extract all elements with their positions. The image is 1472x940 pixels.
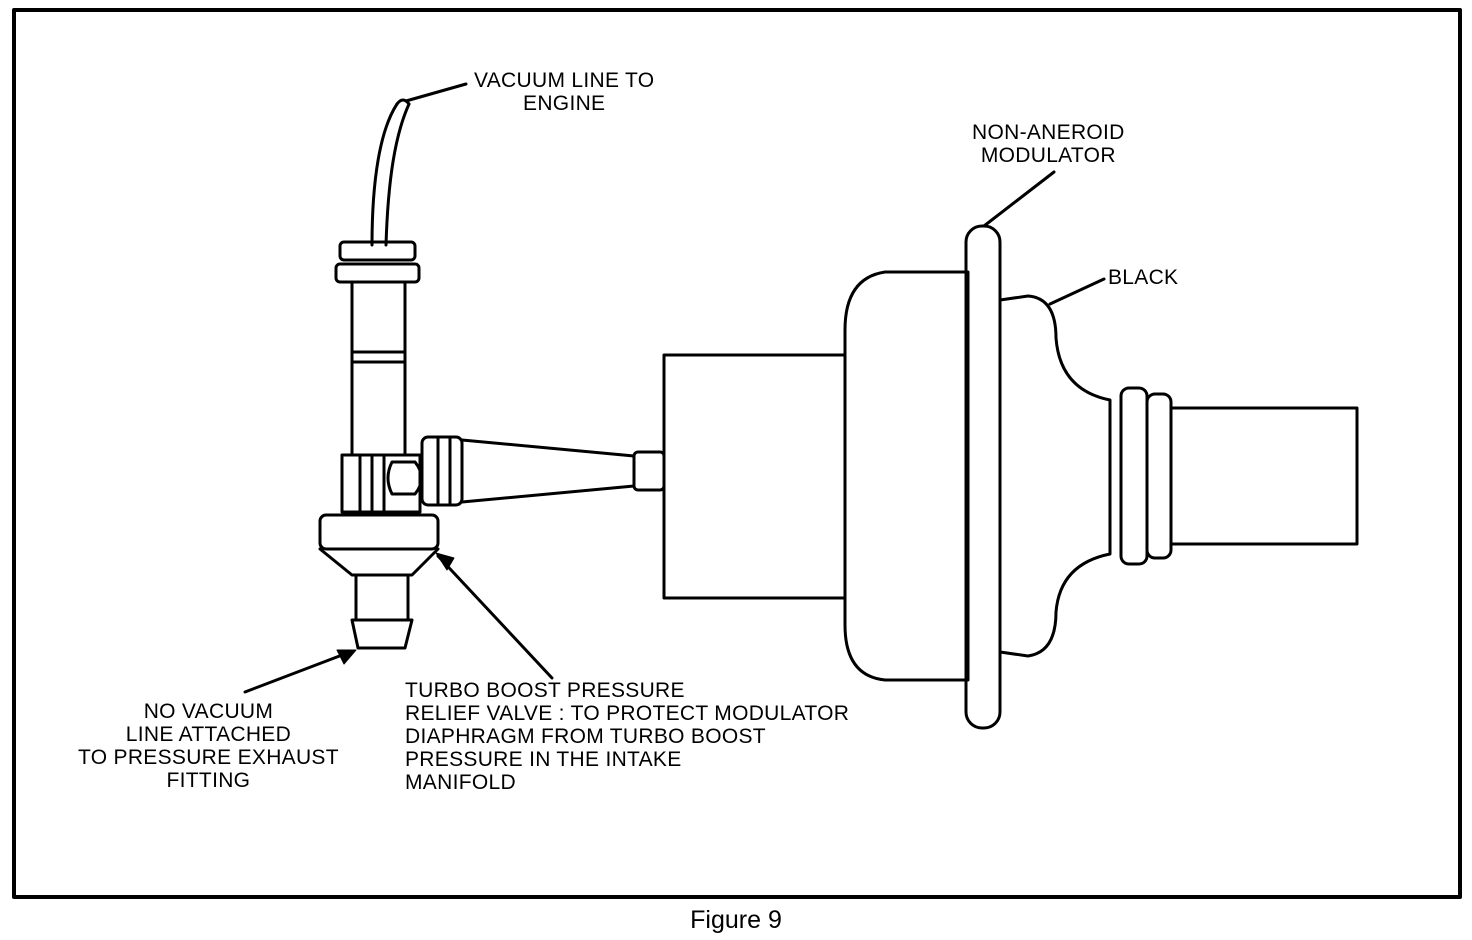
arrowhead-no-vacuum: [336, 649, 357, 665]
connector-tube: [420, 435, 666, 507]
leader-lines: [243, 82, 1106, 694]
relief-valve: [318, 240, 440, 650]
label-line: FITTING: [166, 769, 251, 792]
vacuum-hose: [370, 98, 411, 247]
figure-caption: Figure 9: [690, 906, 782, 934]
label-line: PRESSURE IN THE INTAKE: [405, 748, 682, 771]
label-vacuum-line: VACUUM LINE TO ENGINE: [474, 69, 654, 115]
label-no-vacuum: NO VACUUM LINE ATTACHED TO PRESSURE EXHA…: [78, 700, 339, 792]
arrowhead-turbo: [435, 552, 455, 571]
label-line: VACUUM LINE TO: [474, 69, 655, 92]
label-line: MODULATOR: [980, 144, 1116, 167]
label-black: BLACK: [1108, 266, 1179, 289]
figure-frame: [12, 8, 1462, 899]
label-line: MANIFOLD: [405, 771, 516, 794]
label-line: NO VACUUM: [143, 700, 274, 723]
label-turbo-relief-valve: TURBO BOOST PRESSURE RELIEF VALVE : TO P…: [405, 679, 849, 794]
label-line: LINE ATTACHED: [125, 723, 292, 746]
label-line: TO PRESSURE EXHAUST: [78, 746, 339, 769]
label-line: NON-ANEROID: [972, 121, 1125, 144]
label-modulator: NON-ANEROID MODULATOR: [972, 121, 1125, 167]
label-line: RELIEF VALVE : TO PROTECT MODULATOR: [405, 702, 850, 725]
label-line: TURBO BOOST PRESSURE: [405, 679, 685, 702]
label-line: ENGINE: [523, 92, 606, 115]
label-line: DIAPHRAGM FROM TURBO BOOST: [405, 725, 766, 748]
modulator-body: [662, 224, 1359, 730]
